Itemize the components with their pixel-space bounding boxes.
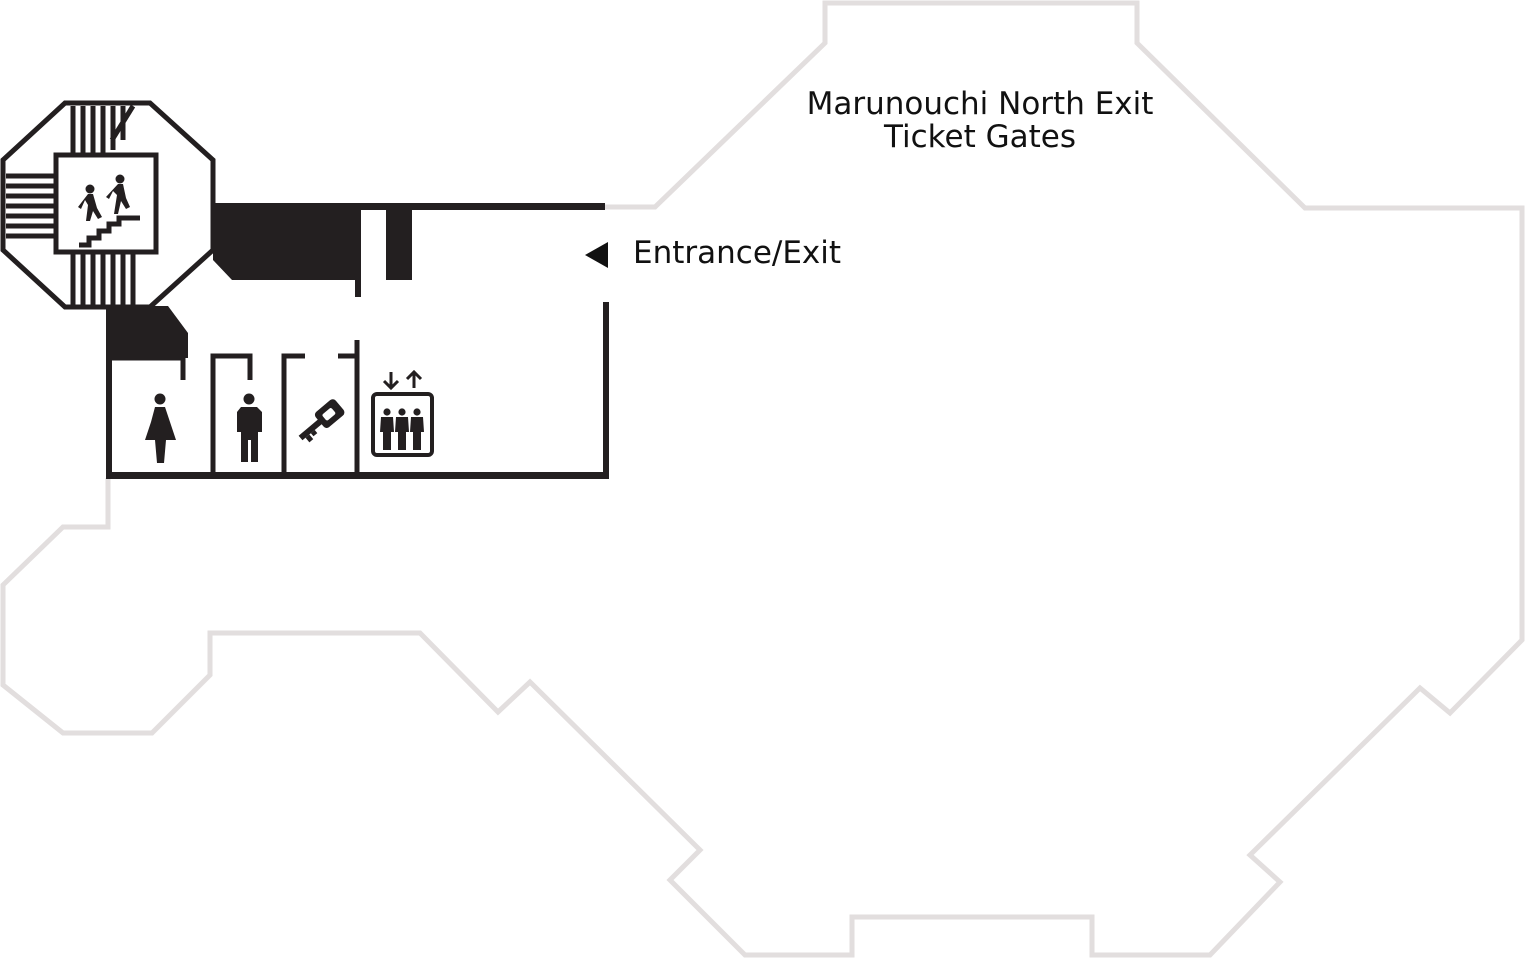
facility-walls [106,203,609,479]
stair-treads-top [70,104,136,155]
mens-restroom-icon [237,393,262,462]
stair-tower [0,100,216,310]
stair-treads-bottom [70,254,136,305]
ticket-gates-line2: Ticket Gates [884,119,1076,155]
room-dividers [108,340,360,475]
entrance-arrow-icon [585,242,608,268]
stairs-icon-frame [53,152,159,255]
womens-restroom-icon [145,393,176,463]
entrance-exit-label: Entrance/Exit [633,235,842,271]
ticket-gates-label: Marunouchi North Exit Ticket Gates [780,88,1180,154]
elevator-icon [371,369,434,457]
stairs-icon [78,174,140,248]
key-icon [298,399,345,443]
ticket-gates-line1: Marunouchi North Exit [806,86,1154,122]
stair-treads-left [6,173,55,239]
